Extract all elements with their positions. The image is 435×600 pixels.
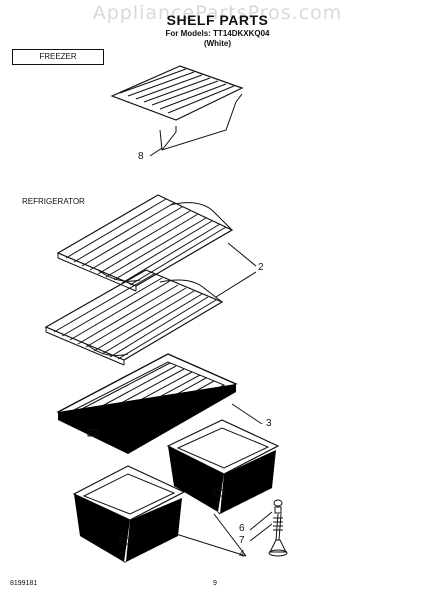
callout-leader-4b	[213, 513, 247, 557]
refrigerator-section-label: REFRIGERATOR	[22, 197, 85, 206]
model-line: For Models: TT14DKXKQ04	[165, 29, 270, 38]
watermark: AppliancePartsPros.com	[92, 2, 343, 24]
callout-4: 4	[239, 549, 245, 560]
leveling-leg-hardware	[268, 499, 288, 557]
freezer-wire-shelf	[110, 65, 244, 151]
callout-leader-6	[249, 511, 273, 531]
document-number: 8199181	[10, 580, 38, 587]
color-variant: (White)	[203, 39, 232, 48]
callout-leader-3	[231, 403, 263, 425]
callout-7: 7	[239, 535, 245, 546]
crisper-cover	[56, 353, 238, 454]
page-title: SHELF PARTS	[166, 12, 269, 28]
callout-2: 2	[258, 262, 264, 273]
callout-8: 8	[138, 151, 144, 162]
callout-leader-7	[249, 523, 273, 542]
callout-leader-4a	[175, 533, 247, 557]
freezer-section-label: FREEZER	[12, 49, 104, 65]
lower-wire-shelf	[44, 269, 224, 366]
right-crisper-drawer	[166, 419, 280, 515]
callout-leader-2b	[215, 271, 257, 298]
callout-leader-2a	[227, 242, 257, 267]
callout-6: 6	[239, 523, 245, 534]
callout-leader-8	[149, 147, 163, 157]
upper-wire-shelf	[56, 194, 234, 292]
callout-3: 3	[266, 418, 272, 429]
page-number: 9	[213, 580, 217, 587]
left-crisper-drawer	[72, 465, 186, 563]
